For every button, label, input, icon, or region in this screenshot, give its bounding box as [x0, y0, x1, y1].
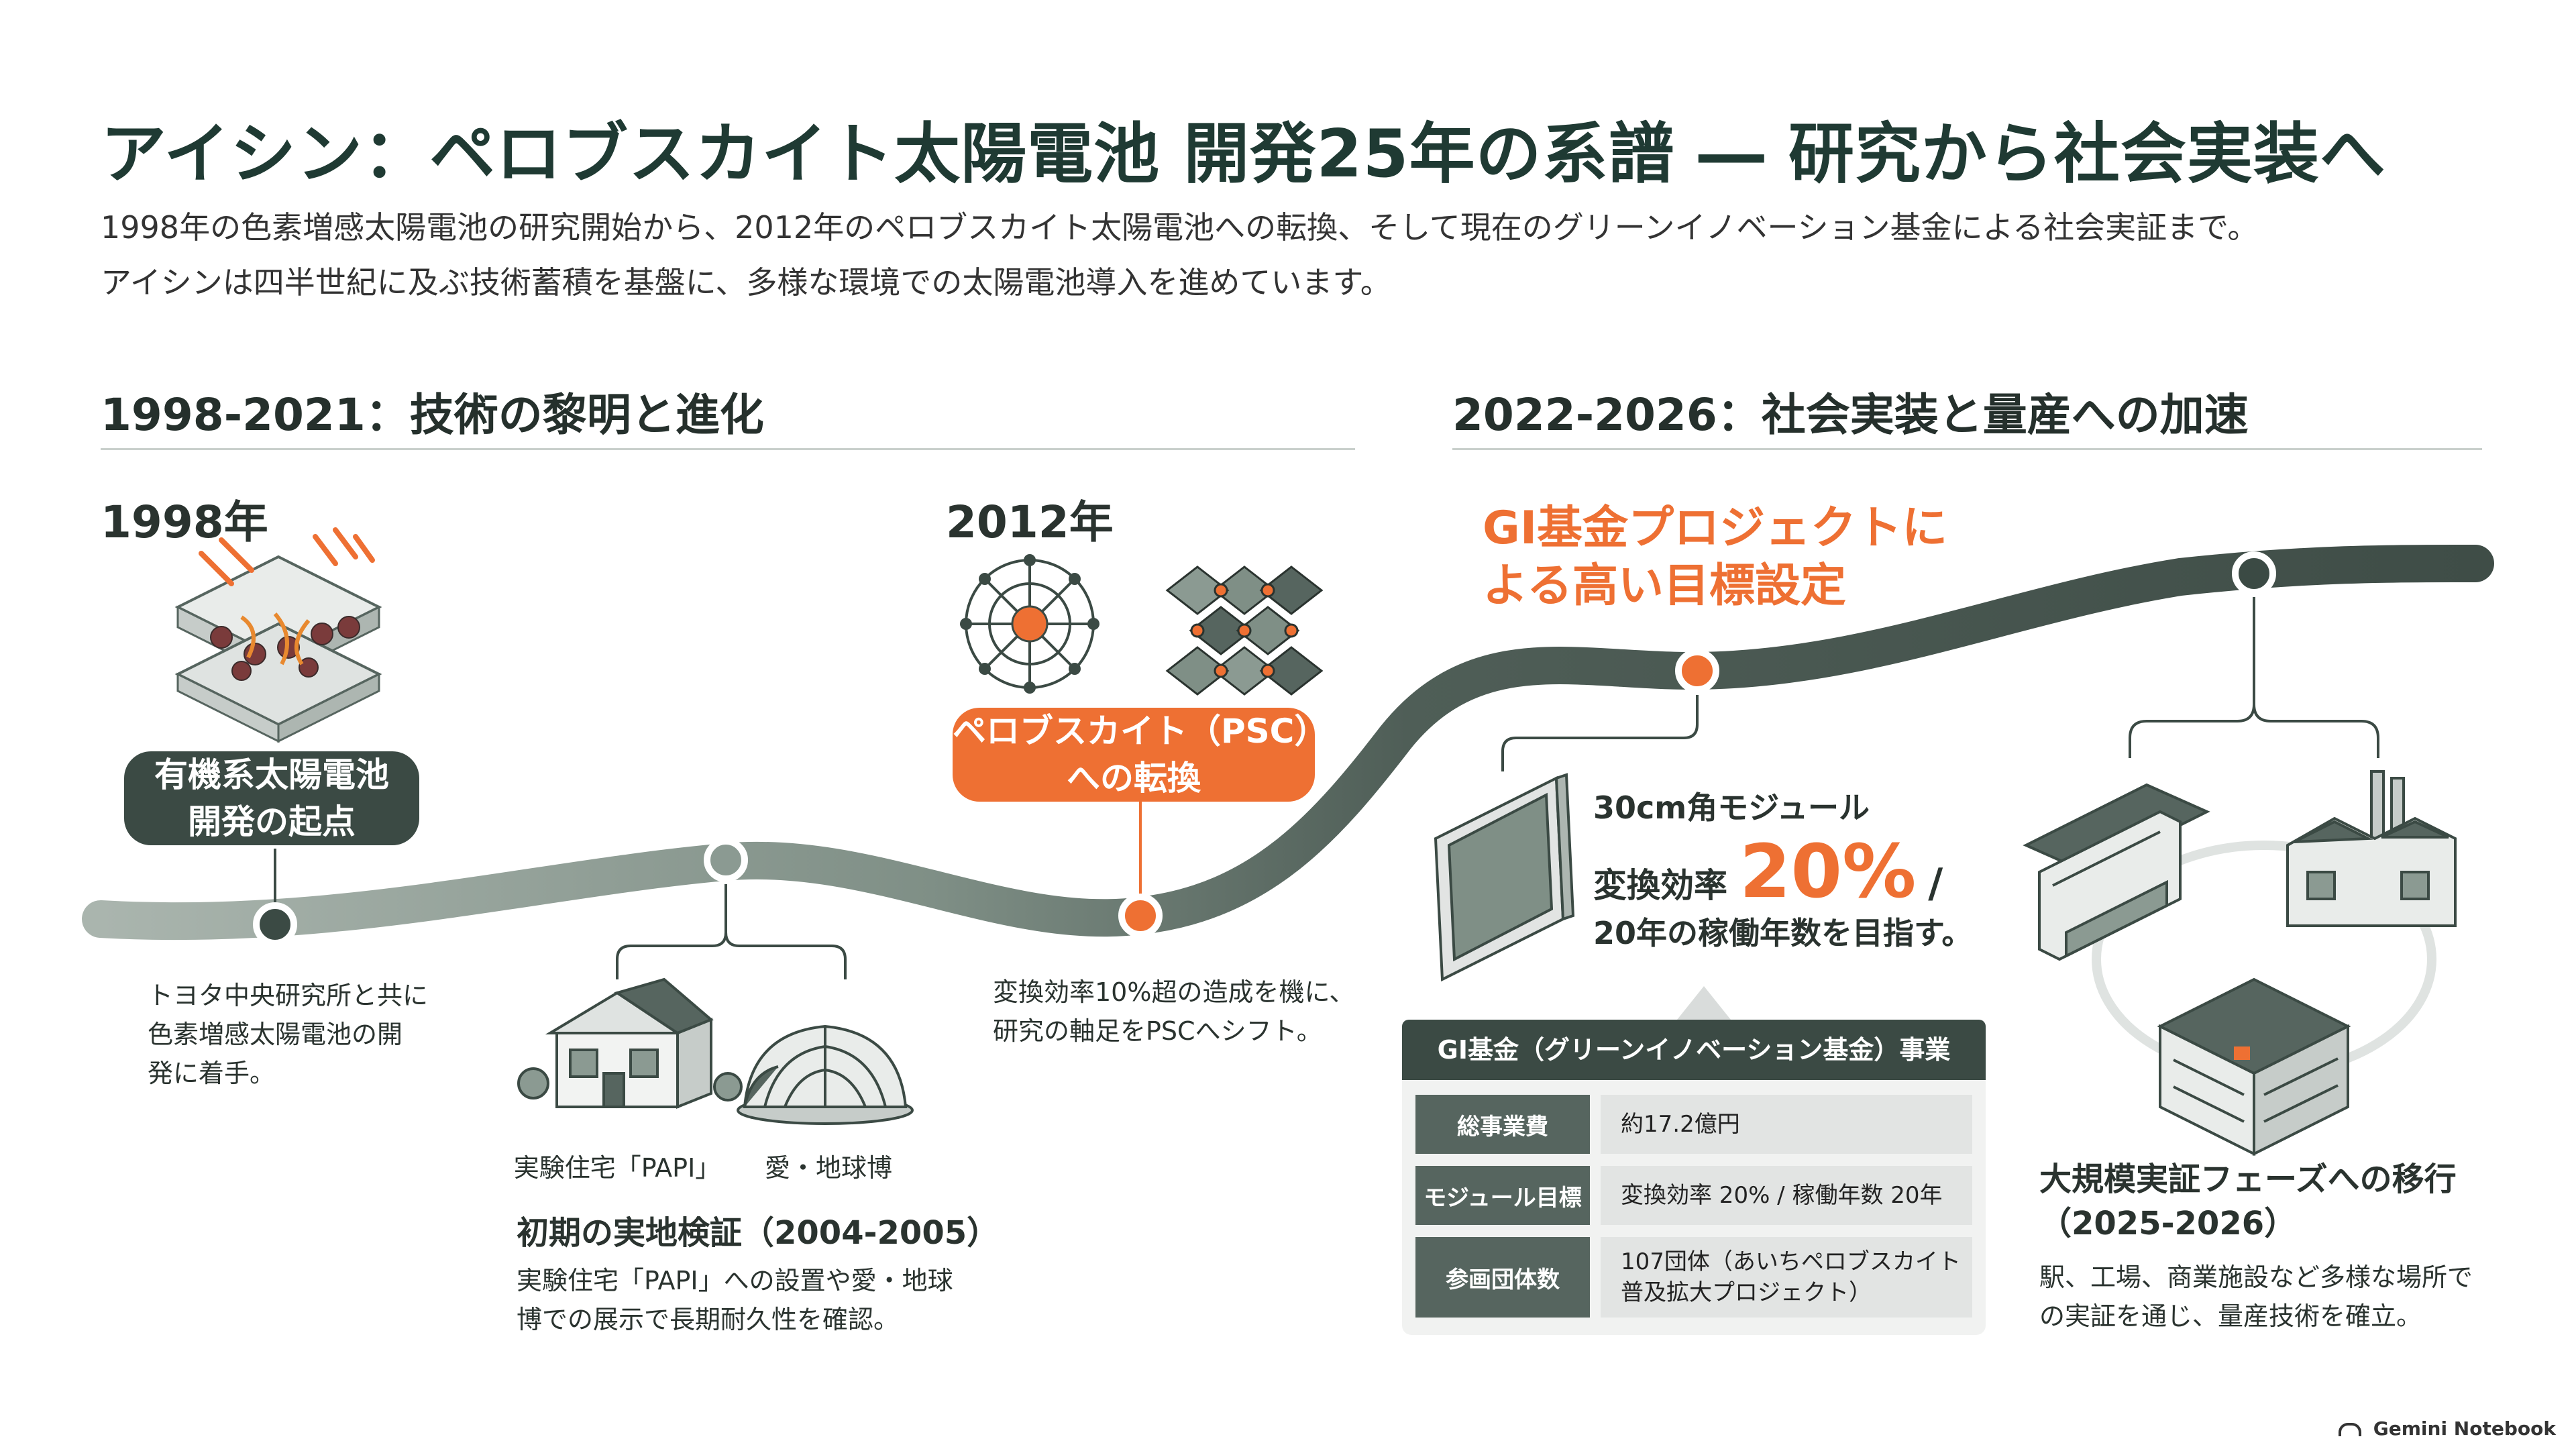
- milestone-pill-2012: ペロブスカイト（PSC） への転換: [953, 708, 1328, 802]
- gi-efficiency-prefix: 変換効率: [1593, 866, 1727, 905]
- desc-1998-line-3: 発に着手。: [148, 1059, 276, 1088]
- large-scale-title: 大規模実証フェーズへの移行 （2025-2026）: [2039, 1157, 2457, 1246]
- crystal-lattice-illustration: [1165, 566, 1324, 696]
- desc-2012-line-1: 変換効率10%超の造成を機に、: [993, 977, 1355, 1007]
- page-subtitle: 1998年の色素増感太陽電池の研究開始から、2012年のペロブスカイト太陽電池へ…: [101, 200, 2258, 310]
- gi-row-value: 変換効率 20% / 稼働年数 20年: [1601, 1166, 1972, 1225]
- gi-row-value: 約17.2億円: [1601, 1095, 1972, 1154]
- caption-papi: 実験住宅「PAPI」: [513, 1153, 721, 1183]
- solar-module-illustration: [1434, 773, 1575, 982]
- section-divider-left: [101, 448, 1355, 450]
- caption-expo: 愛・地球博: [764, 1153, 892, 1183]
- desc-1998: トヨタ中央研究所と共に 色素増感太陽電池の開 発に着手。: [148, 976, 428, 1093]
- pill-2012-line-2: への転換: [1067, 759, 1201, 798]
- year-2012: 2012年: [946, 496, 1114, 548]
- gi-table-body: 総事業費 約17.2億円 モジュール目標 変換効率 20% / 稼働年数 20年…: [1402, 1080, 1986, 1335]
- year-1998: 1998年: [101, 496, 268, 548]
- gi-row-value-line-1: 107団体（あいちペロブスカイト: [1621, 1248, 1961, 1275]
- gi-row-label: 総事業費: [1415, 1095, 1590, 1154]
- pill-2012-line-1: ペロブスカイト（PSC）: [953, 712, 1328, 751]
- desc-1998-line-2: 色素増感太陽電池の開: [148, 1020, 403, 1049]
- psc-molecule-illustration: [960, 554, 1099, 694]
- large-scale-desc: 駅、工場、商業施設など多様な場所で の実証を通じ、量産技術を確立。: [2039, 1258, 2473, 1336]
- papi-house-illustration: [517, 977, 743, 1109]
- gi-table-title: GI基金（グリーンイノベーション基金）事業: [1402, 1020, 1986, 1080]
- expo-pavilion-illustration: [737, 1024, 914, 1125]
- page-title: アイシン：ペロブスカイト太陽電池 開発25年の系譜 ― 研究から社会実装へ: [101, 116, 2386, 193]
- early-verification-title: 初期の実地検証（2004-2005）: [517, 1214, 1000, 1252]
- gi-row-module-target: モジュール目標 変換効率 20% / 稼働年数 20年: [1415, 1166, 1972, 1225]
- early-desc-line-1: 実験住宅「PAPI」への設置や愛・地球: [517, 1266, 953, 1295]
- timeline-path: [82, 544, 2494, 941]
- node-1998: [253, 902, 297, 947]
- gi-headline: GI基金プロジェクトに よる高い目標設定: [1483, 500, 1947, 615]
- subtitle-line-1: 1998年の色素増感太陽電池の研究開始から、2012年のペロブスカイト太陽電池へ…: [101, 209, 2259, 246]
- section-divider-right: [1452, 448, 2482, 450]
- brand-icon: [2339, 1423, 2362, 1436]
- pill-1998-line-2: 開発の起点: [188, 802, 356, 841]
- large-desc-line-2: の実証を通じ、量産技術を確立。: [2039, 1301, 2422, 1331]
- gi-headline-line-1: GI基金プロジェクトに: [1483, 502, 1948, 555]
- gi-headline-line-2: よる高い目標設定: [1483, 559, 1846, 612]
- large-title-line-2: （2025-2026）: [2039, 1205, 2297, 1242]
- gi-fund-table: GI基金（グリーンイノベーション基金）事業 総事業費 約17.2億円 モジュール…: [1402, 1020, 1986, 1335]
- desc-2012: 変換効率10%超の造成を機に、 研究の軸足をPSCへシフト。: [993, 973, 1354, 1051]
- large-title-line-1: 大規模実証フェーズへの移行: [2039, 1161, 2457, 1198]
- brand-watermark: Gemini Notebook: [2339, 1417, 2556, 1440]
- commercial-building-illustration: [2157, 977, 2351, 1157]
- station-illustration: [2023, 783, 2210, 961]
- gi-row-value-line-2: 普及拡大プロジェクト）: [1621, 1279, 1872, 1306]
- gi-efficiency-line: 変換効率 20% /: [1593, 828, 1943, 914]
- dye-cell-illustration: [174, 527, 382, 743]
- brand-label: Gemini Notebook: [2373, 1417, 2556, 1440]
- node-early: [704, 838, 748, 882]
- early-desc-line-2: 博での展示で長期耐久性を確認。: [517, 1305, 900, 1334]
- gi-row-budget: 総事業費 約17.2億円: [1415, 1095, 1972, 1154]
- node-large: [2232, 551, 2276, 596]
- milestone-pill-1998: 有機系太陽電池 開発の起点: [124, 751, 419, 845]
- early-verification-desc: 実験住宅「PAPI」への設置や愛・地球 博での展示で長期耐久性を確認。: [517, 1261, 953, 1339]
- gi-row-label: モジュール目標: [1415, 1166, 1590, 1225]
- desc-1998-line-1: トヨタ中央研究所と共に: [148, 981, 429, 1010]
- gi-years-target: 20年の稼働年数を目指す。: [1593, 915, 1973, 951]
- factory-illustration: [2286, 770, 2457, 927]
- gi-row-value: 107団体（あいちペロブスカイト 普及拡大プロジェクト）: [1601, 1237, 1972, 1318]
- node-gi: [1675, 649, 1719, 693]
- gi-efficiency-value: 20%: [1739, 828, 1917, 914]
- section-heading-early: 1998-2021：技術の黎明と進化: [101, 389, 764, 441]
- gi-row-label: 参画団体数: [1415, 1237, 1590, 1318]
- gi-module-size: 30cm角モジュール: [1593, 790, 1870, 826]
- subtitle-line-2: アイシンは四半世紀に及ぶ技術蓄積を基盤に、多様な環境での太陽電池導入を進めていま…: [101, 264, 1391, 301]
- gi-row-participants: 参画団体数 107団体（あいちペロブスカイト 普及拡大プロジェクト）: [1415, 1237, 1972, 1318]
- pill-1998-line-1: 有機系太陽電池: [154, 755, 389, 794]
- large-desc-line-1: 駅、工場、商業施設など多様な場所で: [2039, 1263, 2473, 1292]
- gi-efficiency-slash: /: [1928, 860, 1943, 907]
- section-heading-recent: 2022-2026：社会実装と量産への加速: [1452, 389, 2249, 441]
- node-2012: [1118, 894, 1163, 938]
- table-pointer: [1677, 986, 1731, 1020]
- desc-2012-line-2: 研究の軸足をPSCへシフト。: [993, 1016, 1322, 1046]
